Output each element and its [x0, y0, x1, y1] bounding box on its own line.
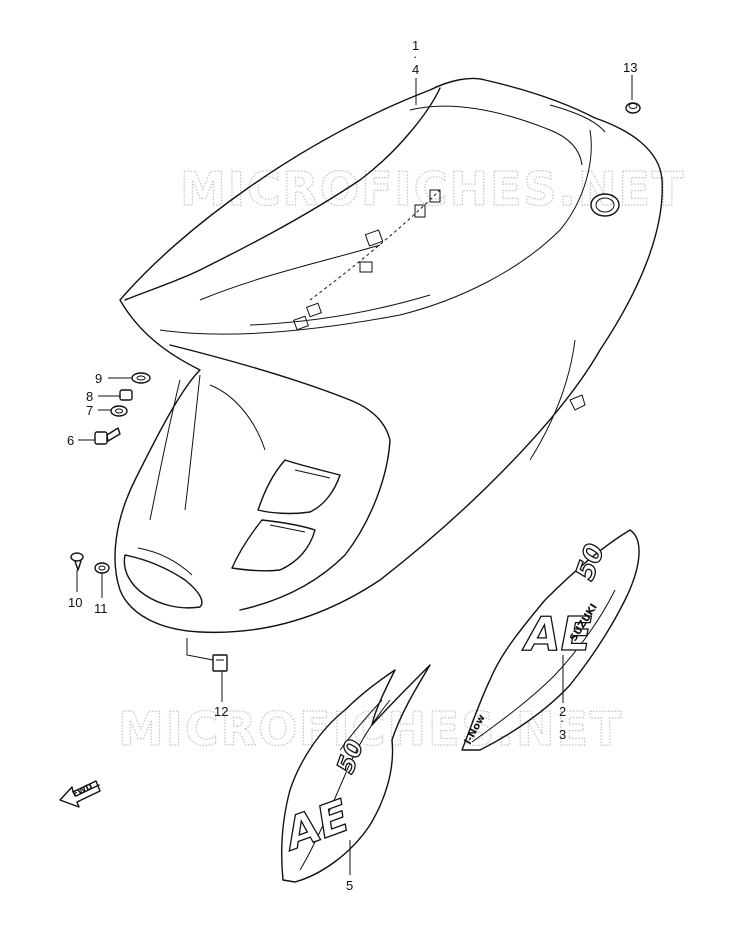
decal-side-model: AE — [522, 607, 592, 661]
callout-11: 11 — [94, 601, 108, 616]
part-8-collar — [119, 389, 133, 401]
callout-9: 9 — [95, 371, 102, 386]
callout-3: 3 — [559, 727, 566, 742]
decal-side: AE 50 SUZUKI i-Now — [461, 529, 640, 751]
part-7-washer — [110, 405, 128, 417]
callout-12: 12 — [214, 704, 228, 719]
callout-4: 4 — [412, 62, 419, 77]
fwd-label: FWD — [71, 782, 94, 799]
part-11-washer — [94, 562, 110, 574]
callout-8: 8 — [86, 389, 93, 404]
callout-labels: 1 · 4 13 9 8 7 6 10 11 12 2 · 3 5 — [67, 38, 637, 893]
fwd-arrow: FWD — [59, 780, 101, 808]
callout-10: 10 — [68, 595, 82, 610]
watermark-bottom: MICROFICHES.NET — [118, 702, 623, 756]
callout-1-separator: · — [413, 49, 417, 64]
part-12-clip — [212, 654, 228, 672]
callout-6: 6 — [67, 433, 74, 448]
callout-7: 7 — [86, 403, 93, 418]
part-6-bolt — [94, 427, 121, 445]
callout-2-separator: · — [560, 713, 564, 728]
part-13-grommet — [625, 102, 641, 114]
callout-13: 13 — [623, 60, 637, 75]
callout-1: 1 — [412, 38, 419, 53]
part-9-washer — [131, 372, 151, 384]
part-10-screw — [70, 552, 84, 571]
callout-2: 2 — [559, 704, 566, 719]
decal-front: AE 50 — [275, 664, 431, 883]
frame-cover — [114, 77, 663, 634]
watermark-top: MICROFICHES.NET — [180, 162, 685, 216]
callout-5: 5 — [346, 878, 353, 893]
leader-lines — [76, 75, 633, 875]
